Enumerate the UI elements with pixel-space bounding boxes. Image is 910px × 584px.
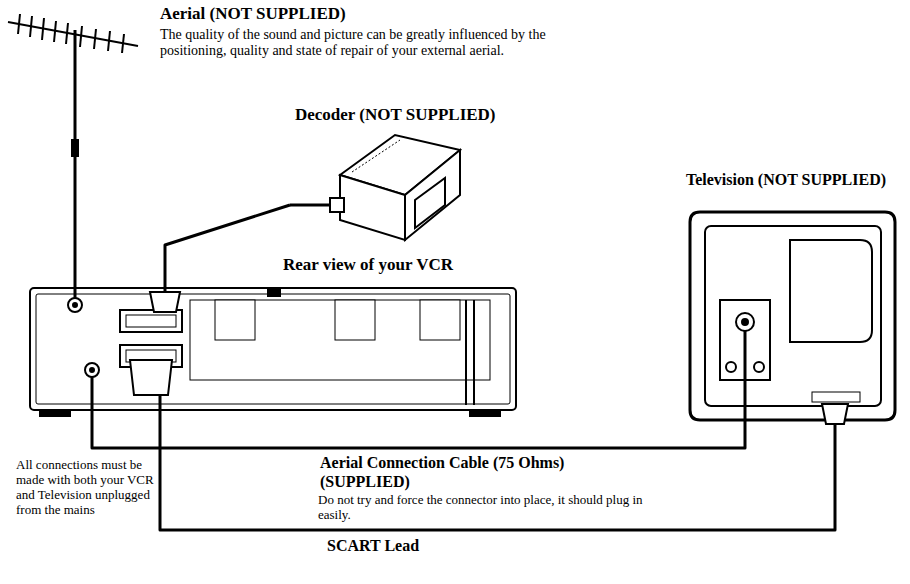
cable <box>165 205 290 255</box>
node-body: The quality of the sound and picture can… <box>160 27 560 59</box>
vcr-rear-part <box>120 310 182 332</box>
node-heading: Aerial (NOT SUPPLIED) <box>160 4 560 24</box>
vcr-rear <box>30 255 516 416</box>
decoder-box <box>290 135 460 240</box>
vcr-rear-part <box>190 300 490 380</box>
vcr-rear-part <box>68 298 82 312</box>
vcr-rear-part <box>73 303 77 307</box>
decoder-box-part <box>340 175 405 240</box>
vcr-rear-part <box>470 410 500 416</box>
aerial-antenna-part <box>122 34 124 53</box>
vcr-rear-part <box>74 255 77 298</box>
television-rear-part <box>790 240 872 342</box>
vcr-rear-part <box>215 300 255 340</box>
vcr-rear-part <box>36 294 510 404</box>
aerial-antenna-part <box>42 18 44 40</box>
node-heading: Decoder (NOT SUPPLIED) <box>295 105 555 125</box>
aerial-antenna-part <box>18 14 20 34</box>
node-heading: Rear view of your VCR <box>283 255 515 275</box>
cable <box>160 415 835 530</box>
vcr-rear-part <box>465 300 467 405</box>
decoder-box-part <box>330 198 344 212</box>
vcr-rear-part <box>420 300 460 340</box>
television-rear-part <box>744 331 747 430</box>
vcr-rear-part <box>40 410 70 416</box>
node-heading: Television (NOT SUPPLIED) <box>666 170 906 189</box>
aerial-antenna-part <box>66 23 68 44</box>
note: All connections must be made with both y… <box>16 458 154 518</box>
television-node: Television (NOT SUPPLIED) <box>666 170 906 430</box>
television-rear-part <box>834 424 837 430</box>
cable <box>92 415 745 448</box>
television-rear <box>690 212 895 430</box>
vcr-rear-part <box>90 368 94 372</box>
aerial-antenna-part <box>94 29 96 49</box>
vcr-rear-part <box>130 360 172 395</box>
aerial-antenna-part <box>54 21 56 42</box>
television-rear-part <box>705 226 881 406</box>
aerial-antenna-part <box>8 22 138 46</box>
vcr-rear-part <box>335 300 375 340</box>
television-rear-part <box>726 362 736 372</box>
vcr-rear-part <box>30 288 516 410</box>
television-rear-part <box>736 313 754 331</box>
vcr-rear-part <box>164 255 167 292</box>
television-rear-part <box>742 319 748 325</box>
aerial-antenna-part <box>108 31 110 51</box>
aerial-antenna <box>8 14 138 156</box>
television-rear-part <box>822 404 848 424</box>
television-rear-part <box>690 212 895 420</box>
decoder-box-part <box>352 140 400 172</box>
vcr-rear-part <box>159 395 162 415</box>
vcr-rear-part <box>91 377 94 415</box>
vcr-rear-part <box>268 290 280 296</box>
aerial-antenna-part <box>74 30 77 125</box>
decoder-box-part <box>405 150 460 240</box>
cable <box>74 125 77 255</box>
decoder-box-part <box>415 178 445 228</box>
vcr-rear-part <box>126 315 176 327</box>
vcr-node: Rear view of your VCR <box>28 255 518 415</box>
vcr-rear-part <box>150 292 180 312</box>
aerial-antenna-part <box>30 16 32 37</box>
cable-label: SCART Lead <box>325 536 529 555</box>
television-rear-part <box>754 362 764 372</box>
cable-label: Aerial Connection Cable (75 Ohms) (SUPPL… <box>318 453 572 491</box>
vcr-rear-part <box>85 363 99 377</box>
note: Do not try and force the connector into … <box>318 493 648 523</box>
decoder-node: Decoder (NOT SUPPLIED) <box>290 105 560 245</box>
television-rear-part <box>812 392 860 402</box>
aerial-antenna-part <box>80 26 82 47</box>
vcr-rear-part <box>473 300 475 405</box>
